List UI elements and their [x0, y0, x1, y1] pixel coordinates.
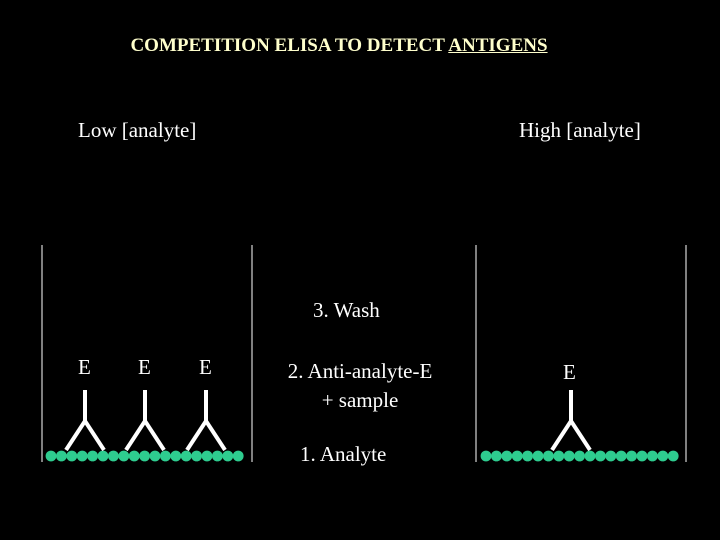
- well-low-bead: [45, 450, 57, 462]
- well-high-bead: [667, 450, 679, 462]
- well-low: [41, 245, 253, 462]
- well-low-bead: [76, 450, 88, 462]
- well-high-bead: [647, 450, 658, 462]
- low-analyte-label: Low [analyte]: [78, 118, 197, 142]
- well-low-bead-row: [45, 450, 244, 462]
- well-high-bead: [563, 450, 575, 462]
- step-2-line-2: + sample: [321, 388, 399, 412]
- well-low-bead: [212, 450, 223, 462]
- well-high-bead: [522, 450, 533, 462]
- well-low-bead: [170, 450, 182, 462]
- well-high-bead: [626, 450, 637, 462]
- well-low-enzyme-label: E: [199, 355, 212, 379]
- well-low-bead: [108, 450, 119, 462]
- well-high-bead: [501, 450, 513, 462]
- well-low-antibody: [124, 390, 166, 452]
- well-low-bead: [139, 450, 151, 462]
- well-low-bead: [191, 450, 203, 462]
- well-low-enzyme-label: E: [78, 355, 91, 379]
- well-high-bead: [657, 450, 669, 462]
- well-low-bead: [232, 450, 244, 462]
- well-high-antibodies: [550, 390, 592, 452]
- well-high-bead: [553, 450, 565, 462]
- well-high-bead: [615, 450, 627, 462]
- well-high-bead: [636, 450, 648, 462]
- well-high-enzyme-label: E: [563, 360, 576, 384]
- well-high-bead: [532, 450, 544, 462]
- well-low-bead: [222, 450, 234, 462]
- well-low-bead: [180, 450, 192, 462]
- well-low-bead: [56, 450, 67, 462]
- well-low-antibody: [64, 390, 106, 452]
- well-low-bead: [66, 450, 78, 462]
- high-analyte-label: High [analyte]: [519, 118, 641, 142]
- well-high-bead: [543, 450, 554, 462]
- well-low-enzyme-label: E: [138, 355, 151, 379]
- well-low-antibodies: [64, 390, 227, 452]
- well-low-bead: [128, 450, 140, 462]
- well-high-bead: [480, 450, 492, 462]
- well-high-bead: [584, 450, 596, 462]
- well-high: [475, 245, 687, 462]
- well-low-bead: [201, 450, 213, 462]
- step-2-label: 2. Anti-analyte-E + sample: [270, 357, 450, 415]
- well-low-bead: [160, 450, 171, 462]
- step-2-line-1: 2. Anti-analyte-E: [287, 359, 433, 383]
- well-high-antibody: [550, 390, 592, 452]
- well-high-bead: [491, 450, 502, 462]
- well-high-bead-row: [480, 450, 679, 462]
- well-low-bead: [149, 450, 161, 462]
- step-3-wash-label: 3. Wash: [313, 298, 380, 322]
- well-high-bead: [511, 450, 523, 462]
- well-low-antibody: [185, 390, 227, 452]
- well-low-bead: [97, 450, 109, 462]
- well-high-bead: [605, 450, 617, 462]
- well-low-bead: [87, 450, 98, 462]
- step-1-analyte-label: 1. Analyte: [300, 442, 387, 466]
- well-low-bead: [118, 450, 130, 462]
- page-title: COMPETITION ELISA TO DETECT ANTIGENS: [130, 35, 548, 56]
- well-high-bead: [595, 450, 606, 462]
- well-high-bead: [574, 450, 585, 462]
